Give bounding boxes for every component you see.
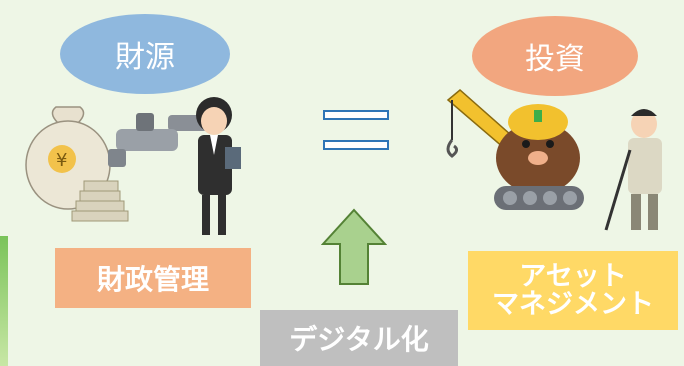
finance-illustration: ¥ xyxy=(25,97,241,235)
equals-sign-icon xyxy=(323,110,389,120)
left-edge-decoration xyxy=(0,236,8,366)
finance-management-text: 財政管理 xyxy=(96,263,209,296)
field-worker-icon xyxy=(604,109,662,231)
equals-sign-lower-bar xyxy=(323,140,389,150)
asset-management-label: アセット マネジメント xyxy=(468,251,678,330)
finance-source-label: 財源 xyxy=(115,40,175,75)
digitalization-text: デジタル化 xyxy=(289,323,429,356)
svg-text:¥: ¥ xyxy=(56,150,67,171)
investment-bubble: 投資 xyxy=(472,16,638,96)
investment-label: 投資 xyxy=(525,42,585,77)
digitalization-label: デジタル化 xyxy=(260,310,458,366)
finance-officer-icon xyxy=(196,97,241,235)
finance-management-label: 財政管理 xyxy=(55,248,251,308)
faucet-icon xyxy=(108,113,208,167)
finance-source-bubble: 財源 xyxy=(60,14,230,94)
asset-management-text-line1: アセット xyxy=(519,260,627,292)
crane-mole-icon xyxy=(446,89,584,210)
investment-illustration xyxy=(446,89,662,231)
asset-management-text-line2: マネジメント xyxy=(492,288,654,320)
coin-stack-icon xyxy=(71,180,129,222)
up-arrow-icon xyxy=(321,208,387,285)
